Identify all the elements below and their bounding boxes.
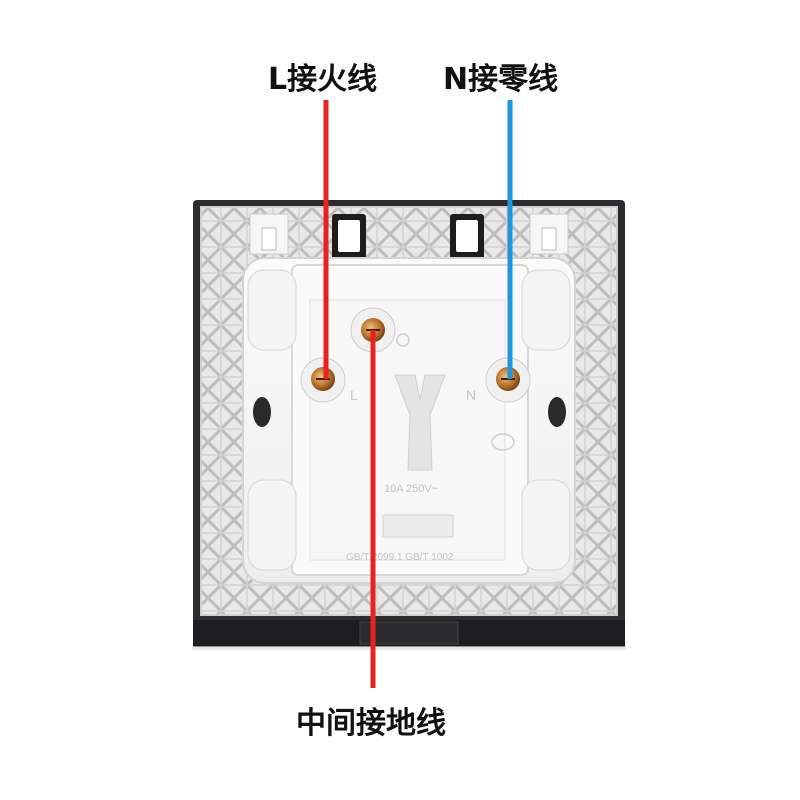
terminal-l-marking: L: [350, 387, 358, 403]
live-wire-label: L接火线: [268, 62, 378, 97]
mounting-slot-right: [548, 397, 566, 427]
socket-housing: [242, 257, 576, 584]
ground-wire-label: 中间接地线: [296, 706, 446, 741]
live-terminal-screw: [311, 367, 335, 391]
standards-marking: GB/T 2099.1 GB/T 1002: [346, 552, 454, 563]
terminal-n-marking: N: [466, 387, 476, 403]
mounting-slot-left: [253, 397, 271, 427]
neutral-wire-label: N接零线: [443, 62, 559, 97]
rating-marking: 10A 250V~: [384, 483, 438, 495]
